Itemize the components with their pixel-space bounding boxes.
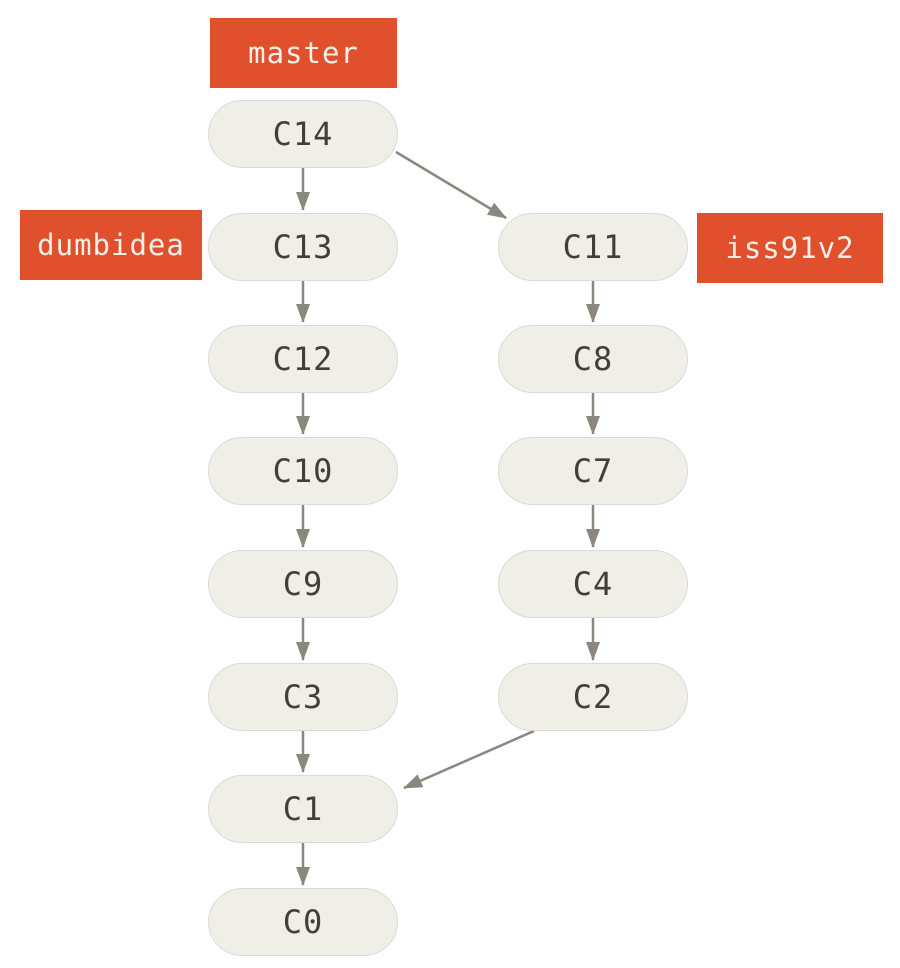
commit-id-label: C2: [572, 678, 614, 716]
commit-node-c3: C3: [208, 663, 398, 731]
commit-node-c13: C13: [208, 213, 398, 281]
commit-id-label: C7: [572, 452, 614, 490]
branch-name-label: dumbidea: [37, 228, 185, 262]
commit-id-label: C13: [272, 228, 334, 266]
edge-arrow-c2-to-c1: [403, 729, 535, 790]
commit-node-c10: C10: [208, 437, 398, 505]
commit-id-label: C11: [562, 228, 624, 266]
commit-id-label: C8: [572, 340, 614, 378]
commit-node-c2: C2: [498, 663, 688, 731]
commit-id-label: C10: [272, 452, 334, 490]
commit-id-label: C3: [282, 678, 324, 716]
branch-name-label: iss91v2: [725, 231, 855, 265]
commit-id-label: C4: [572, 565, 614, 603]
branch-label-master: master: [210, 18, 397, 88]
commit-node-c1: C1: [208, 775, 398, 843]
branch-name-label: master: [248, 36, 359, 70]
branch-label-iss91v2: iss91v2: [697, 213, 883, 283]
commit-node-c9: C9: [208, 550, 398, 618]
commit-node-c14: C14: [208, 100, 398, 168]
commit-node-c11: C11: [498, 213, 688, 281]
commit-node-c12: C12: [208, 325, 398, 393]
commit-id-label: C12: [272, 340, 334, 378]
commit-id-label: C14: [272, 115, 334, 153]
commit-id-label: C0: [282, 903, 324, 941]
commit-node-c7: C7: [498, 437, 688, 505]
commit-id-label: C9: [282, 565, 324, 603]
commit-node-c8: C8: [498, 325, 688, 393]
commit-node-c0: C0: [208, 888, 398, 956]
branch-label-dumbidea: dumbidea: [20, 210, 202, 280]
edge-arrow-c14-to-c11: [395, 150, 507, 220]
commit-id-label: C1: [282, 790, 324, 828]
commit-node-c4: C4: [498, 550, 688, 618]
